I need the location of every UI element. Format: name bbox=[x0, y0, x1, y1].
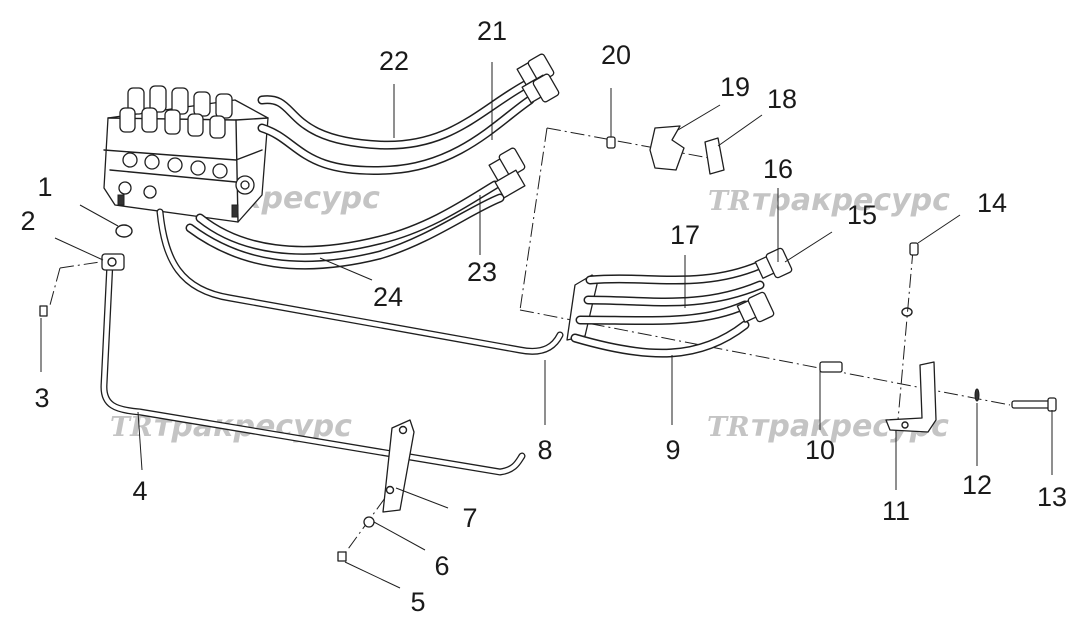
bolt-13 bbox=[1011, 397, 1057, 412]
callout-23: 23 bbox=[467, 257, 497, 287]
callout-21: 21 bbox=[477, 16, 507, 46]
clamp-2 bbox=[101, 253, 125, 271]
callout-1: 1 bbox=[37, 172, 52, 202]
washer-12 bbox=[974, 388, 980, 402]
callout-13: 13 bbox=[1037, 482, 1067, 512]
callout-5: 5 bbox=[410, 587, 425, 617]
clamp-19 bbox=[649, 125, 685, 171]
watermark-bottom-left: TR тракресурс bbox=[110, 409, 352, 444]
hose-9 bbox=[570, 300, 750, 358]
leader-lines bbox=[40, 62, 1053, 589]
callout-4: 4 bbox=[132, 476, 147, 506]
hose-17 bbox=[583, 260, 765, 307]
tube-8 bbox=[156, 208, 564, 355]
callout-2: 2 bbox=[20, 206, 35, 236]
tube-4 bbox=[100, 258, 526, 476]
washer-6 bbox=[363, 516, 375, 528]
callout-10: 10 bbox=[805, 435, 835, 465]
callout-8: 8 bbox=[537, 435, 552, 465]
control-valve-block bbox=[103, 85, 269, 223]
callout-15: 15 bbox=[847, 200, 877, 230]
bolt-3 bbox=[39, 305, 48, 317]
hose-24 bbox=[185, 180, 505, 270]
callout-19: 19 bbox=[720, 72, 750, 102]
bracket-7 bbox=[382, 419, 415, 513]
callout-11: 11 bbox=[882, 496, 910, 526]
callout-22: 22 bbox=[379, 46, 409, 76]
spacer-10 bbox=[819, 361, 843, 373]
hose-21 bbox=[257, 95, 535, 175]
callout-12: 12 bbox=[962, 470, 992, 500]
bracket-11 bbox=[885, 361, 937, 433]
callout-18: 18 bbox=[767, 84, 797, 114]
callout-16: 16 bbox=[763, 154, 793, 184]
callout-7: 7 bbox=[462, 503, 477, 533]
watermark-logo: TR bbox=[110, 412, 153, 443]
watermark-top-right: TR тракресурс bbox=[708, 183, 950, 218]
clamp-plate-18 bbox=[704, 137, 725, 175]
bolt-5 bbox=[337, 551, 347, 562]
callout-24: 24 bbox=[373, 282, 403, 312]
callout-9: 9 bbox=[665, 435, 680, 465]
watermark-text: тракресурс bbox=[154, 409, 352, 444]
watermark-text: тракресурс bbox=[752, 183, 950, 218]
hose-end-fittings-23 bbox=[488, 147, 526, 199]
callout-20: 20 bbox=[601, 40, 631, 70]
o-ring-1 bbox=[115, 224, 133, 238]
hose-22 bbox=[257, 80, 530, 150]
callouts: 1 2 3 4 5 6 7 8 9 10 11 12 13 14 15 16 1… bbox=[20, 16, 1067, 617]
hose-end-fittings-21-22 bbox=[516, 53, 560, 104]
bolt-14 bbox=[901, 242, 919, 317]
watermark-logo: TR bbox=[708, 186, 751, 217]
watermark-logo: TR bbox=[707, 412, 750, 443]
hose-end-fittings-15-16 bbox=[736, 247, 793, 323]
callout-14: 14 bbox=[977, 188, 1007, 218]
sleeve-20 bbox=[606, 136, 616, 149]
tube-block-17 bbox=[566, 274, 599, 341]
callout-6: 6 bbox=[434, 551, 449, 581]
callout-3: 3 bbox=[34, 383, 49, 413]
callout-17: 17 bbox=[670, 220, 700, 250]
